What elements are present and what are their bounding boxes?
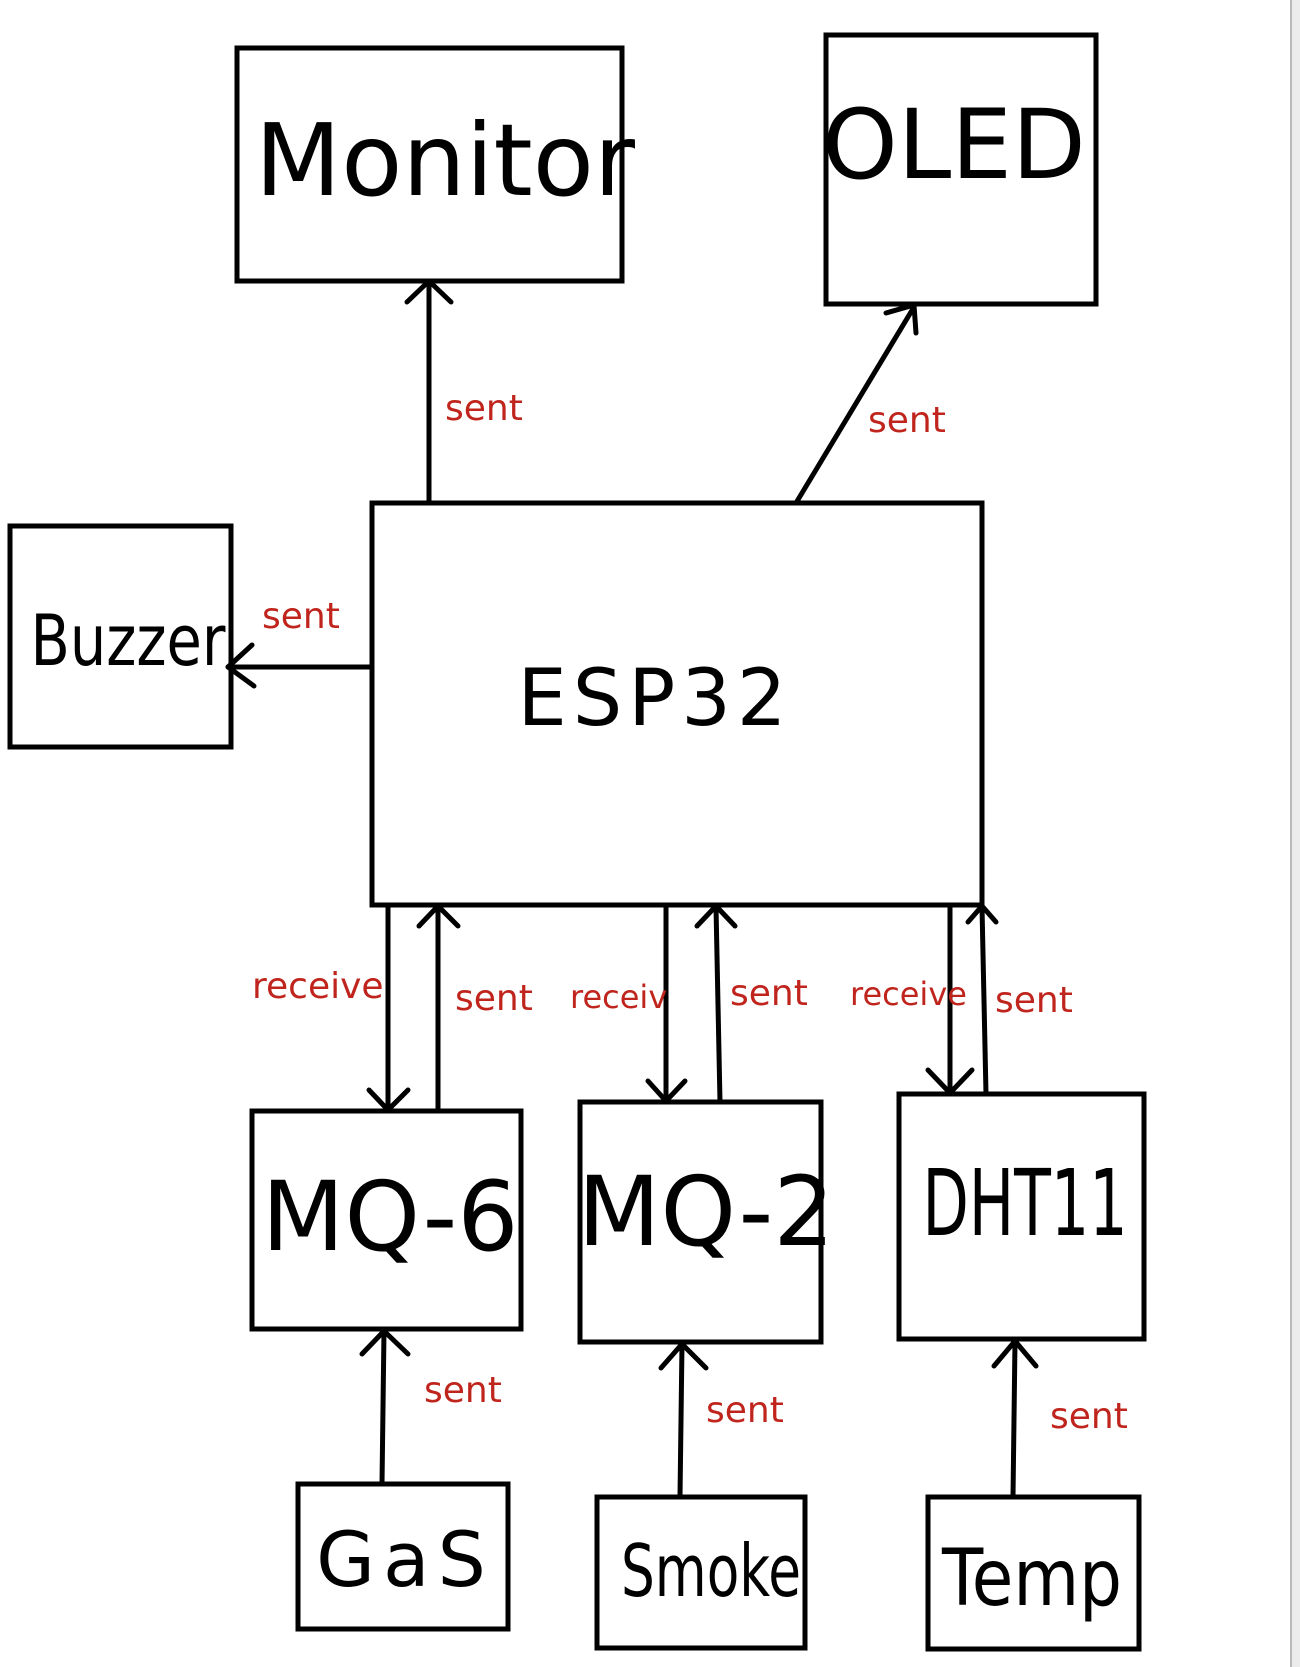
node-monitor-label: Monitor — [255, 102, 636, 219]
window-edge — [1290, 0, 1300, 1667]
node-mq2-label: MQ-2 — [578, 1156, 835, 1268]
node-smoke: Smoke — [594, 1494, 808, 1651]
edge-esp32-to-monitor-label: sent — [445, 388, 523, 429]
edge-dht11-to-esp32: sent — [965, 903, 1073, 1097]
edge-temp-to-dht11: sent — [991, 1338, 1128, 1500]
edge-esp32-to-mq6-label: receive — [252, 966, 384, 1007]
edge-temp-to-dht11-label: sent — [1050, 1396, 1128, 1437]
node-oled-label: OLED — [822, 89, 1086, 201]
edge-esp32-to-buzzer: sent — [225, 596, 375, 689]
edge-mq6-to-esp32-label: sent — [455, 978, 533, 1019]
edge-mq2-to-esp32: sent — [694, 903, 808, 1105]
edge-dht11-to-esp32-label: sent — [995, 980, 1073, 1021]
edge-mq6-to-esp32: sent — [416, 903, 533, 1114]
node-smoke-label: Smoke — [621, 1529, 801, 1613]
node-mq6-label: MQ-6 — [262, 1161, 519, 1273]
node-oled: OLED — [822, 32, 1099, 307]
edge-mq2-to-esp32-label: sent — [730, 973, 808, 1014]
node-mq2: MQ-2 — [577, 1099, 835, 1345]
node-temp: Temp — [925, 1494, 1142, 1652]
edge-esp32-to-monitor: sent — [404, 278, 523, 506]
edge-smoke-to-mq2: sent — [658, 1341, 784, 1500]
node-gas-label: GaS — [316, 1515, 494, 1604]
edge-gas-to-mq6-label: sent — [424, 1370, 502, 1411]
node-mq6: MQ-6 — [249, 1108, 524, 1332]
node-dht11-label: DHT11 — [923, 1150, 1128, 1257]
node-temp-label: Temp — [941, 1534, 1122, 1624]
node-dht11: DHT11 — [896, 1091, 1147, 1342]
edge-smoke-to-mq2-label: sent — [706, 1390, 784, 1431]
edge-esp32-to-mq6: receive — [252, 902, 411, 1113]
edge-esp32-to-oled: sent — [793, 302, 946, 506]
edge-esp32-to-mq2-label: receiv — [570, 978, 667, 1016]
node-esp32-label: ESP32 — [517, 654, 792, 744]
node-monitor: Monitor — [234, 45, 636, 284]
edge-esp32-to-oled-label: sent — [868, 400, 946, 441]
node-esp32: ESP32 — [369, 500, 985, 908]
edge-gas-to-mq6: sent — [359, 1328, 502, 1487]
node-buzzer: Buzzer — [7, 523, 234, 750]
edge-esp32-to-mq2: receiv — [570, 902, 688, 1104]
node-buzzer-label: Buzzer — [31, 600, 226, 682]
edge-esp32-to-dht11-label: receive — [850, 975, 967, 1013]
edge-esp32-to-buzzer-label: sent — [262, 596, 340, 637]
edge-esp32-to-dht11: receive — [850, 902, 975, 1096]
node-gas: GaS — [295, 1481, 511, 1632]
